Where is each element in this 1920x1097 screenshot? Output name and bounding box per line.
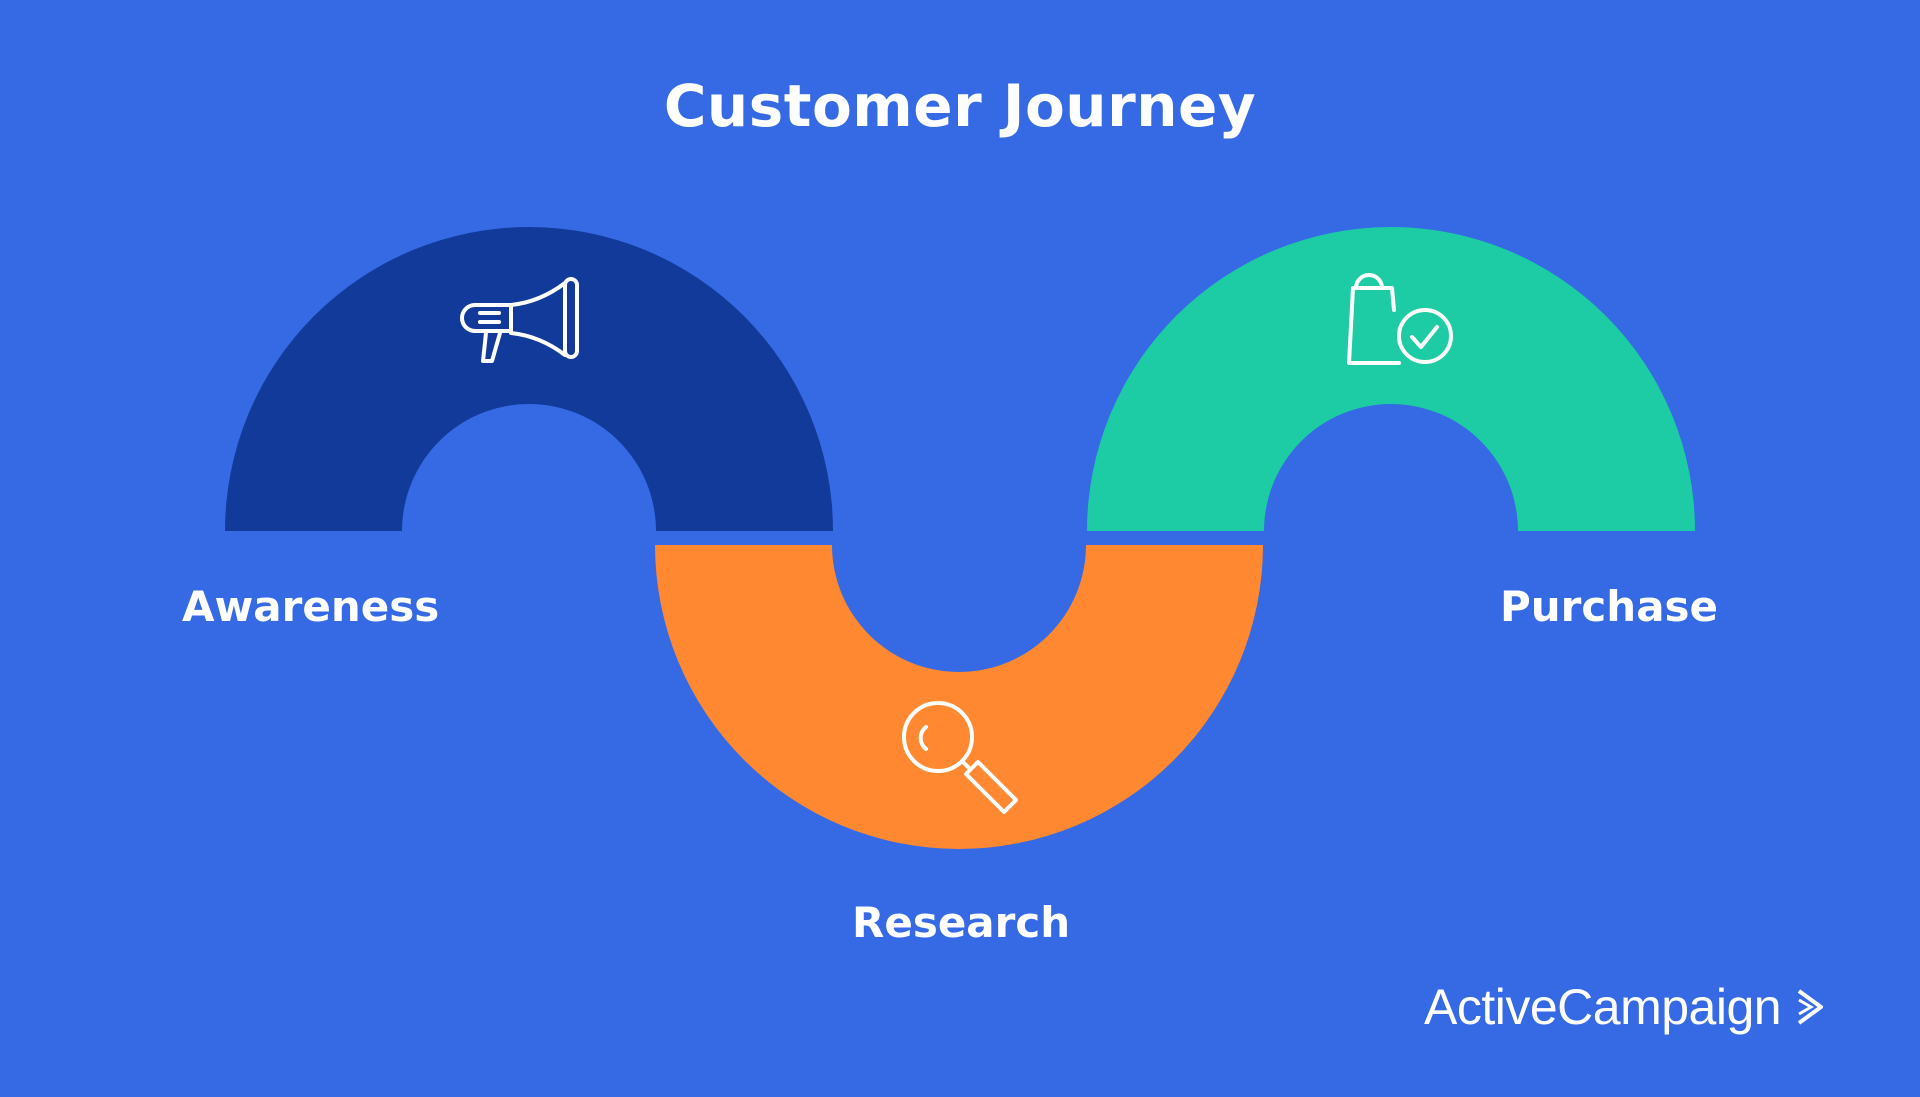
purchase-arch xyxy=(1087,227,1695,531)
magnifying-glass-icon xyxy=(902,701,1018,814)
activecampaign-logo: ActiveCampaign xyxy=(1424,978,1825,1036)
shopping-bag-check-icon xyxy=(1347,273,1453,365)
stage-label-purchase: Purchase xyxy=(1500,582,1719,631)
logo-text: ActiveCampaign xyxy=(1424,979,1782,1035)
stage-label-awareness: Awareness xyxy=(182,582,440,631)
chevron-right-icon xyxy=(1797,989,1824,1025)
stage-label-research: Research xyxy=(852,898,1071,947)
megaphone-icon xyxy=(460,277,579,363)
research-arch xyxy=(655,545,1263,849)
page-title: Customer Journey xyxy=(663,72,1257,140)
awareness-arch xyxy=(225,227,833,531)
